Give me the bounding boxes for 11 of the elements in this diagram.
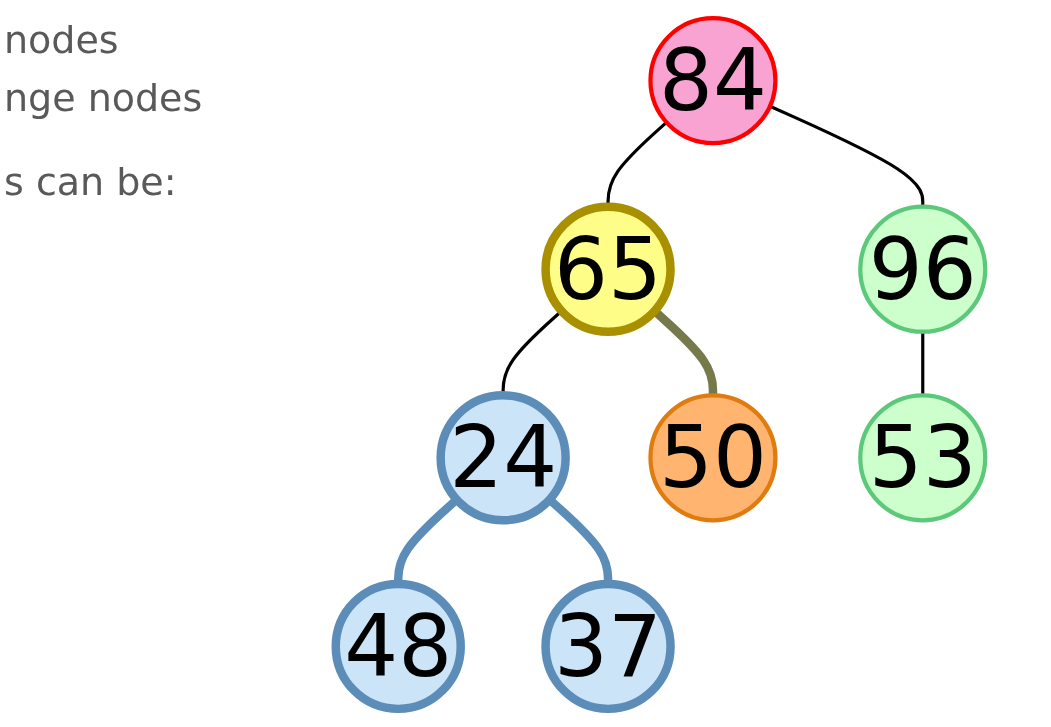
node-circle: 96 xyxy=(858,204,988,334)
node-circle: 24 xyxy=(436,391,570,525)
node-circle: 53 xyxy=(858,393,988,523)
note-text: nge nodes xyxy=(4,76,204,120)
node-circle: 50 xyxy=(648,393,778,523)
node-circle: 65 xyxy=(541,202,675,336)
note-text: nodes xyxy=(4,18,120,62)
note-text: s can be: xyxy=(4,160,178,204)
node-circle: 84 xyxy=(648,16,778,146)
node-circle: 37 xyxy=(541,579,675,714)
node-circle: 48 xyxy=(331,579,465,714)
